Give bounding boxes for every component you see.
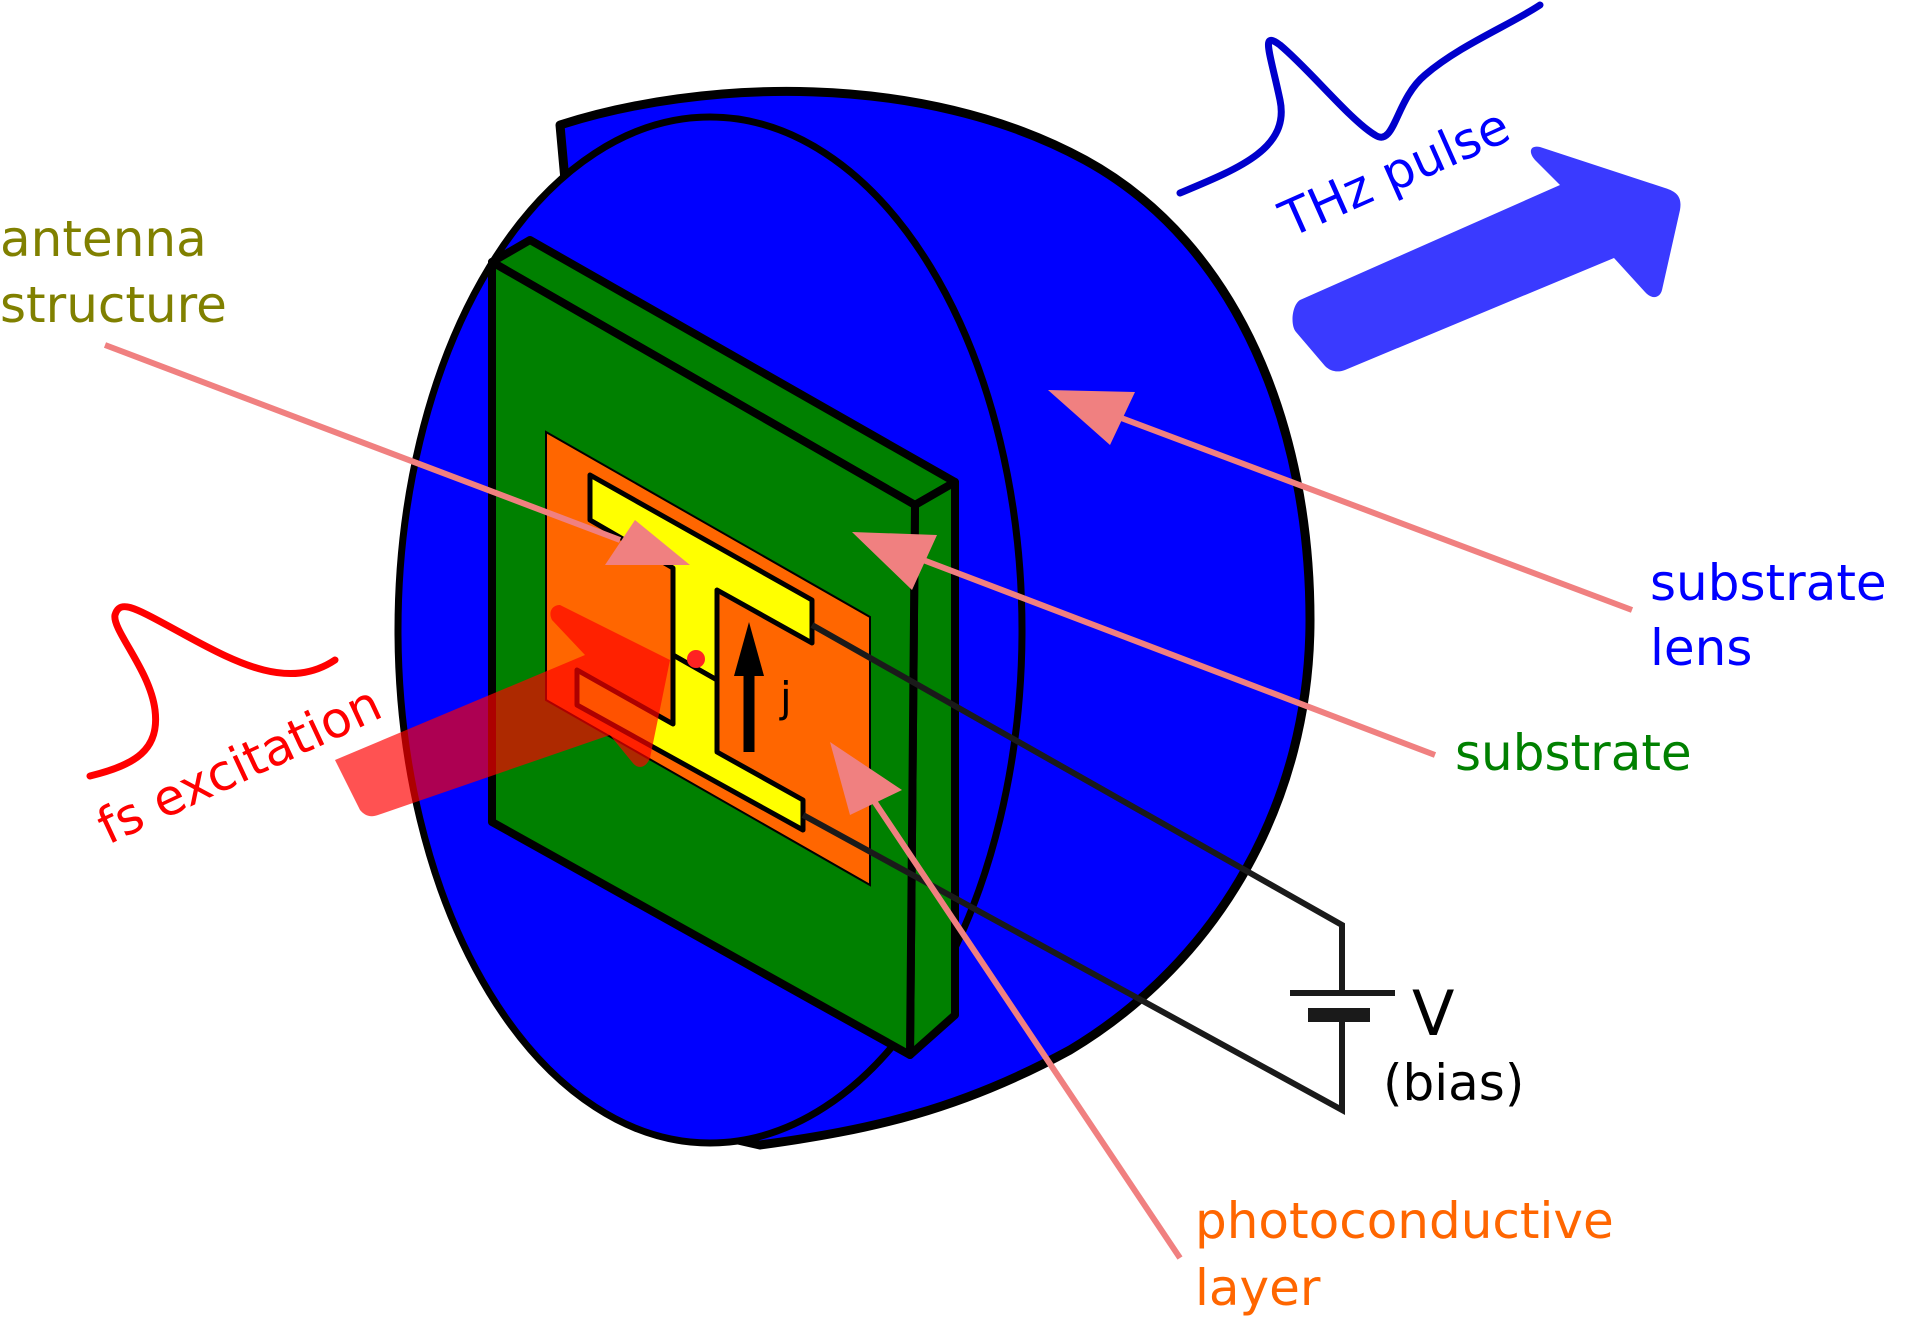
pointer-photoconductive [867, 793, 1183, 1260]
label-antenna-line1: antenna [0, 210, 207, 268]
pointer-lens [1098, 407, 1634, 613]
label-photoconductive-line2: layer [1195, 1259, 1321, 1317]
fs-excitation-beam [335, 605, 670, 817]
label-substrate: substrate [1455, 724, 1692, 782]
label-bias: (bias) [1383, 1054, 1524, 1112]
thz-pulse-waveform [1176, 1, 1544, 197]
pointer-photoconductive-head [830, 742, 902, 815]
thz-output-arrow [1292, 146, 1681, 372]
pointer-substrate-head [852, 532, 937, 590]
pointer-antenna [103, 342, 622, 543]
label-substrate-lens-line2: lens [1650, 619, 1752, 677]
excitation-spot [687, 650, 705, 668]
bias-wire-bottom [801, 812, 1345, 1116]
pointer-substrate [908, 552, 1437, 758]
label-antenna-line2: structure [0, 276, 227, 334]
label-voltage: V [1412, 977, 1454, 1050]
pointer-lens-head [1048, 390, 1135, 445]
current-arrow-head [734, 622, 764, 676]
fs-pulse-waveform [86, 603, 339, 780]
label-substrate-lens-line1: substrate [1650, 554, 1887, 612]
pointer-antenna-head [605, 520, 690, 565]
bias-wire-top [810, 622, 1345, 990]
label-current-j: j [779, 673, 792, 722]
label-photoconductive-line1: photoconductive [1195, 1192, 1614, 1250]
